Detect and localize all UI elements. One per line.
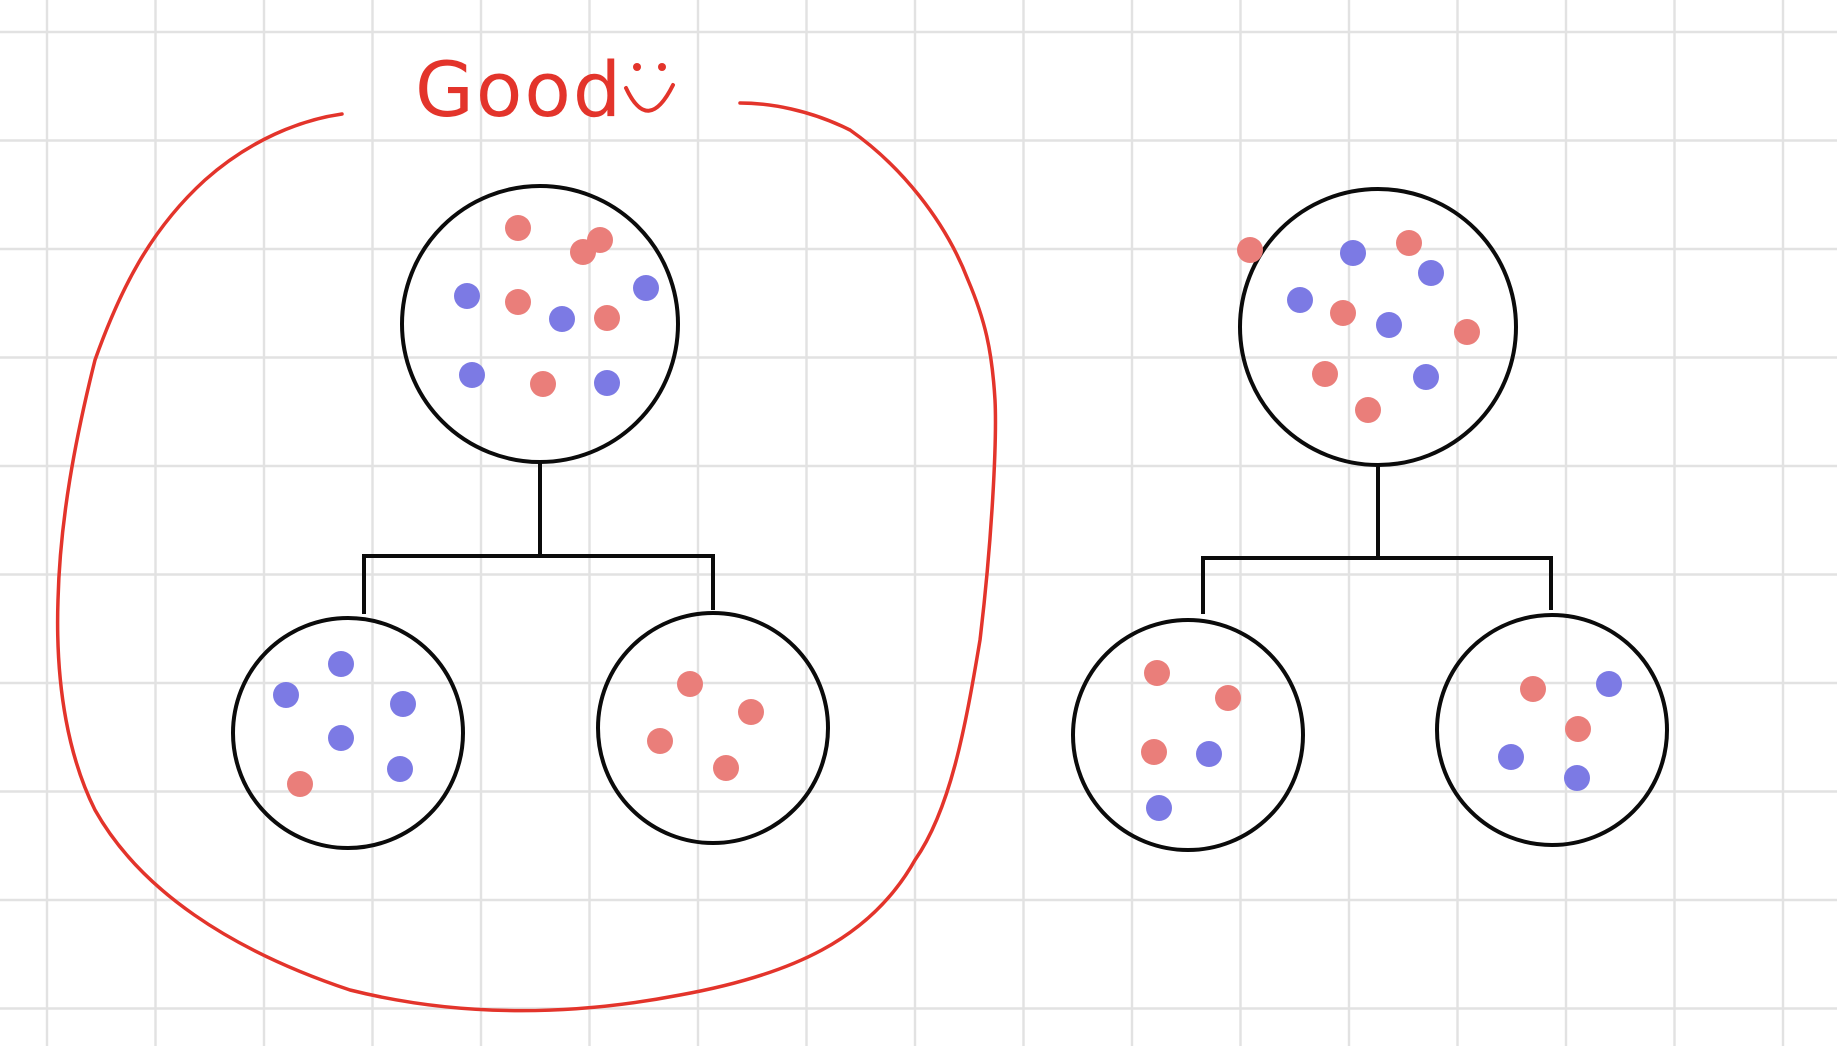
right-tree-left-child-red-dot bbox=[1144, 660, 1170, 686]
left-tree-right-child-red-dot bbox=[677, 671, 703, 697]
right-tree-edges bbox=[1201, 465, 1553, 614]
right-tree-root-blue-dot bbox=[1413, 364, 1439, 390]
right-tree-root-node bbox=[1238, 187, 1518, 467]
right-tree-left-child-blue-dot bbox=[1146, 795, 1172, 821]
left-tree-left-child-node bbox=[231, 616, 465, 850]
right-tree-root-blue-dot bbox=[1287, 287, 1313, 313]
left-tree-root-blue-dot bbox=[633, 275, 659, 301]
left-tree-root-red-dot bbox=[594, 305, 620, 331]
right-tree-right-child-node bbox=[1435, 613, 1669, 847]
left-tree-right-child-red-dot bbox=[647, 728, 673, 754]
left-tree-left-child-blue-dot bbox=[273, 682, 299, 708]
right-tree-left-child-blue-dot bbox=[1196, 741, 1222, 767]
left-tree-left-child-blue-dot bbox=[328, 725, 354, 751]
left-tree-right-child-red-dot bbox=[738, 699, 764, 725]
left-tree-root-node bbox=[400, 184, 680, 464]
right-tree-right-child-red-dot bbox=[1520, 676, 1546, 702]
right-tree-root-red-dot bbox=[1330, 300, 1356, 326]
left-tree-left-child-blue-dot bbox=[328, 651, 354, 677]
left-tree-root-blue-dot bbox=[549, 306, 575, 332]
right-tree-left-child-red-dot bbox=[1141, 739, 1167, 765]
right-tree-root-red-dot bbox=[1312, 361, 1338, 387]
right-tree bbox=[1071, 187, 1669, 852]
left-tree-root-red-dot bbox=[587, 227, 613, 253]
right-tree-right-child-blue-dot bbox=[1596, 671, 1622, 697]
left-tree-root-red-dot bbox=[505, 289, 531, 315]
left-tree-right-child-node bbox=[596, 611, 830, 845]
right-tree-root-red-dot bbox=[1355, 397, 1381, 423]
annotation-good-text: Good bbox=[415, 45, 623, 134]
left-tree bbox=[231, 184, 830, 850]
right-tree-right-child-red-dot bbox=[1565, 716, 1591, 742]
right-tree-root-red-dot bbox=[1454, 319, 1480, 345]
right-tree-left-child-node bbox=[1071, 618, 1305, 852]
sample-dots bbox=[273, 215, 1622, 821]
left-tree-right-child-red-dot bbox=[713, 755, 739, 781]
left-tree-left-child-blue-dot bbox=[387, 756, 413, 782]
left-tree-root-red-dot bbox=[505, 215, 531, 241]
right-tree-left-child-red-dot bbox=[1215, 685, 1241, 711]
right-tree-right-child-blue-dot bbox=[1564, 765, 1590, 791]
left-tree-root-blue-dot bbox=[459, 362, 485, 388]
smiley-face-icon bbox=[624, 63, 675, 113]
highlight-loop bbox=[55, 101, 998, 1013]
right-tree-root-blue-dot bbox=[1340, 240, 1366, 266]
right-tree-root-blue-dot bbox=[1418, 260, 1444, 286]
left-tree-root-blue-dot bbox=[454, 283, 480, 309]
left-tree-edges bbox=[362, 461, 715, 614]
left-tree-left-child-red-dot bbox=[287, 771, 313, 797]
right-tree-root-red-dot bbox=[1396, 230, 1422, 256]
right-tree-root-red-dot bbox=[1237, 237, 1263, 263]
left-tree-left-child-blue-dot bbox=[390, 691, 416, 717]
right-tree-root-blue-dot bbox=[1376, 312, 1402, 338]
right-tree-right-child-blue-dot bbox=[1498, 744, 1524, 770]
left-tree-root-blue-dot bbox=[594, 370, 620, 396]
left-tree-root-red-dot bbox=[530, 371, 556, 397]
